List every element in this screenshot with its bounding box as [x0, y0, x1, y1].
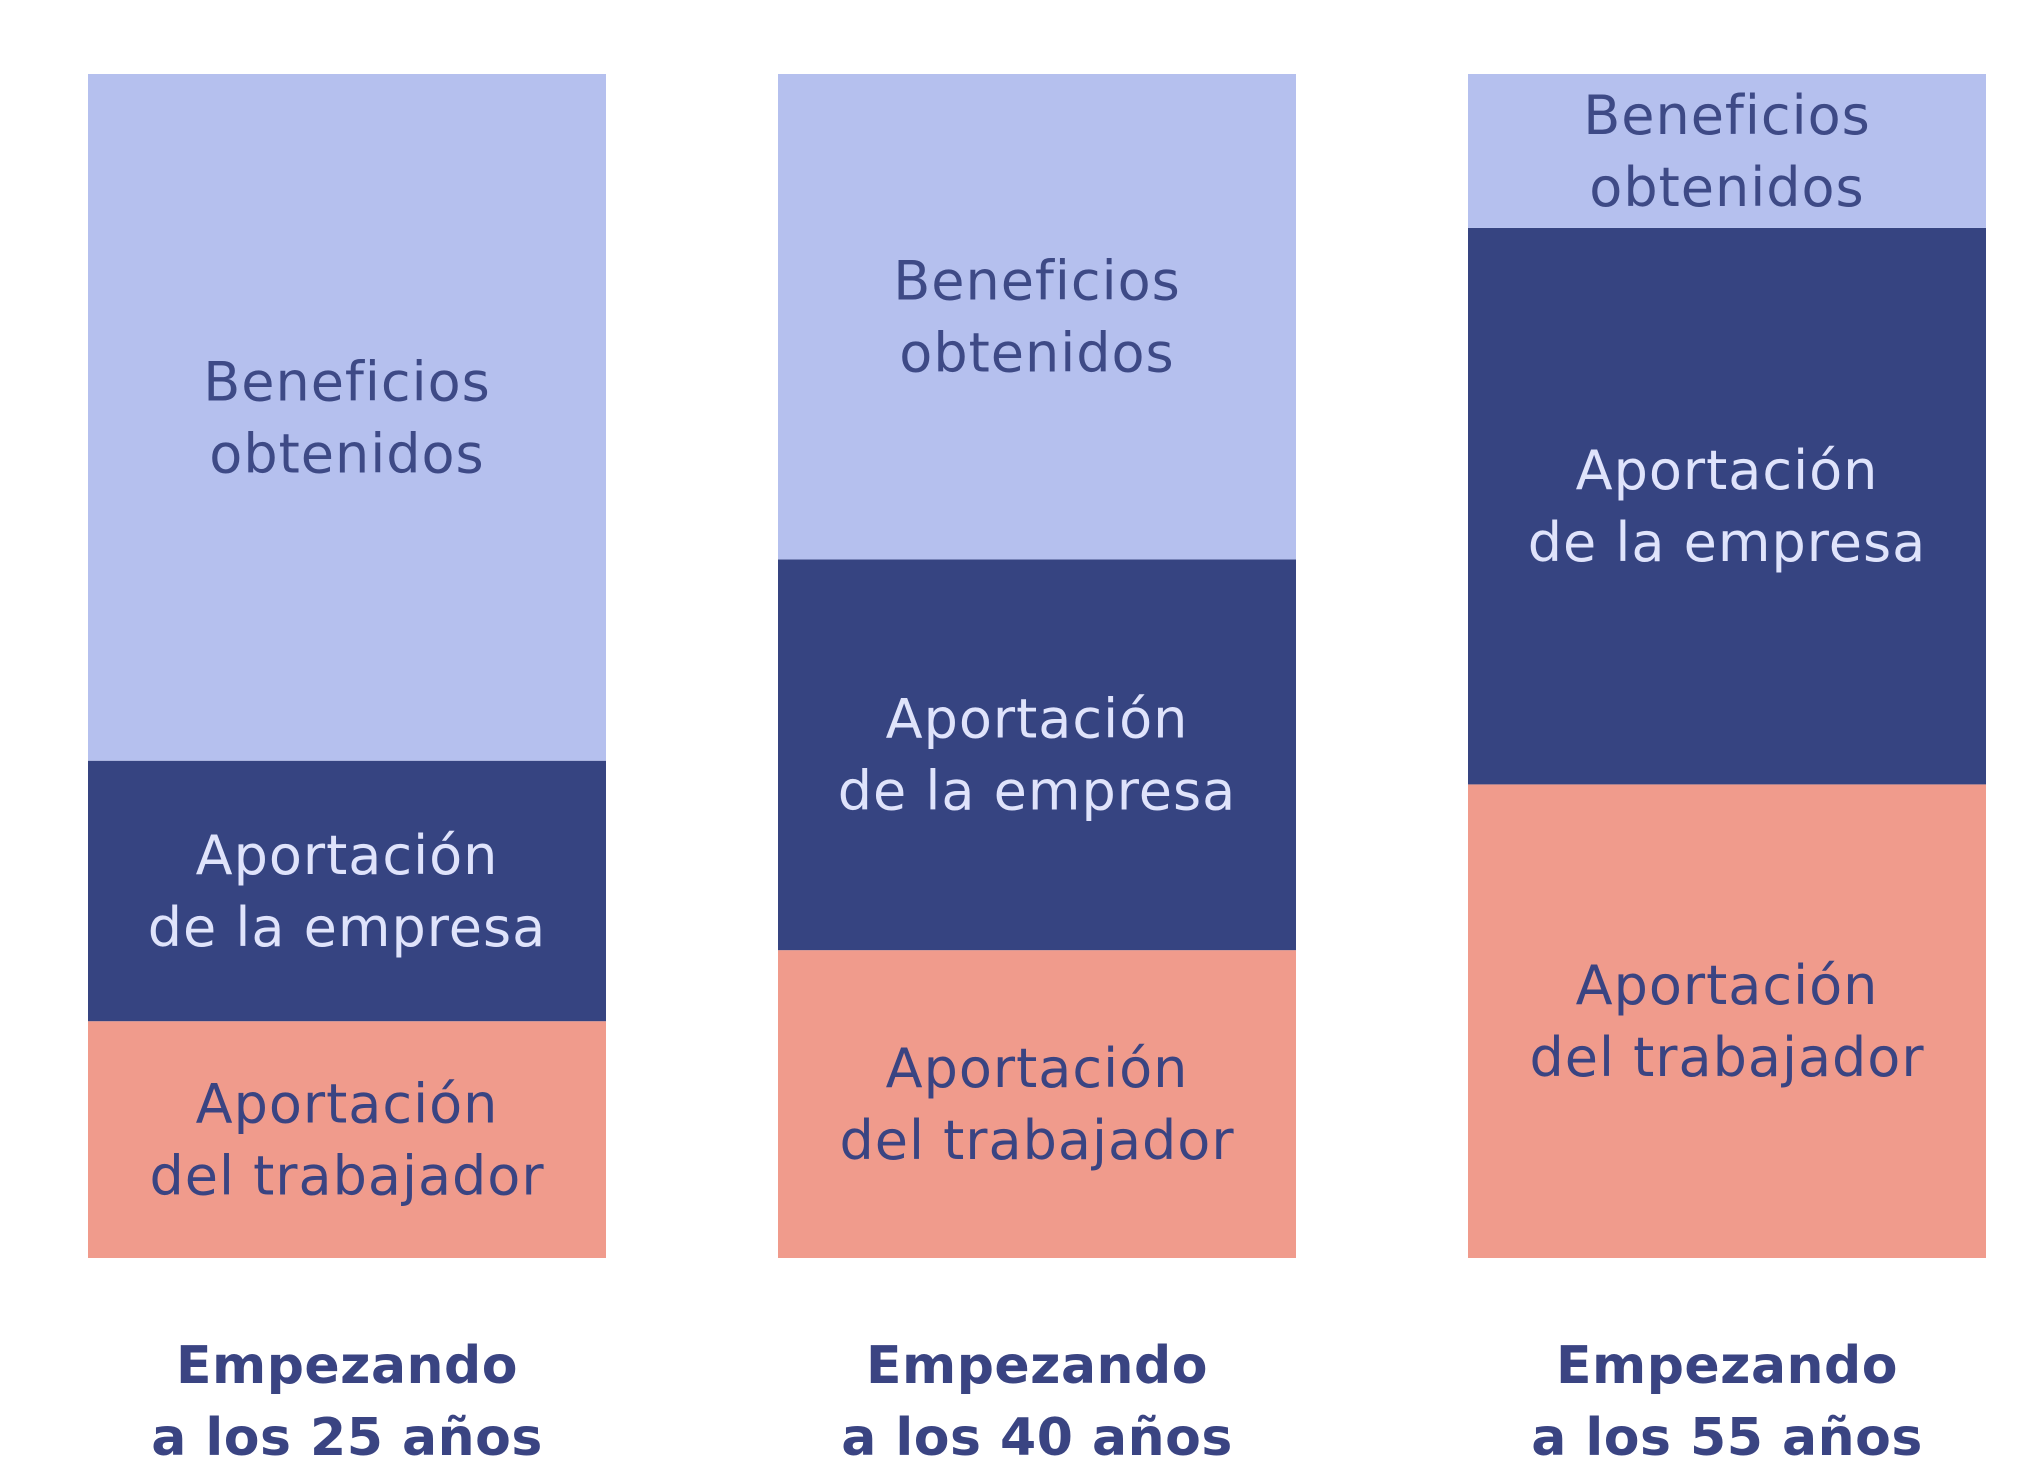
segment-label-line: Aportación — [196, 824, 499, 887]
segment-label-2-cat-1: Beneficios obtenidos — [893, 250, 1181, 385]
segment-label-1-cat-1: Aportación de la empresa — [838, 688, 1237, 823]
category-label-line: a los 40 años — [841, 1408, 1233, 1468]
segment-label-line: Aportación — [886, 688, 1189, 751]
bars-layer — [88, 74, 1986, 1258]
segment-label-line: Beneficios — [1583, 84, 1871, 147]
segment-label-line: obtenidos — [209, 422, 484, 485]
segment-label-line: del trabajador — [839, 1109, 1234, 1172]
segment-label-1-cat-2: Aportación de la empresa — [1528, 439, 1927, 574]
segment-label-line: Beneficios — [893, 250, 1181, 313]
category-label-line: a los 55 años — [1531, 1408, 1923, 1468]
segment-label-line: Beneficios — [203, 350, 491, 413]
segment-label-line: de la empresa — [148, 896, 547, 959]
bar-segment-0-cat-1 — [778, 950, 1296, 1258]
category-label-line: Empezando — [866, 1336, 1208, 1396]
bar-segment-0-cat-0 — [88, 1021, 606, 1258]
bar-segment-2-cat-1 — [778, 74, 1296, 560]
segment-label-2-cat-2: Beneficios obtenidos — [1583, 84, 1871, 219]
segment-label-line: Aportación — [886, 1037, 1189, 1100]
segment-label-line: obtenidos — [1589, 156, 1864, 219]
category-label-1: Empezando a los 40 años — [841, 1336, 1233, 1468]
segment-label-line: Aportación — [1576, 954, 1879, 1017]
bar-segment-2-cat-0 — [88, 74, 606, 761]
segment-label-line: obtenidos — [899, 322, 1174, 385]
bar-segment-1-cat-1 — [778, 559, 1296, 951]
segment-label-0-cat-2: Aportación del trabajador — [1529, 954, 1924, 1089]
bar-segment-1-cat-2 — [1468, 227, 1986, 785]
category-label-line: Empezando — [176, 1336, 518, 1396]
bar-segment-1-cat-0 — [88, 760, 606, 1022]
bar-segment-2-cat-2 — [1468, 74, 1986, 228]
segment-label-line: del trabajador — [1529, 1026, 1924, 1089]
segment-label-line: de la empresa — [1528, 511, 1927, 574]
segment-label-1-cat-0: Aportación de la empresa — [148, 824, 547, 959]
category-label-line: a los 25 años — [151, 1408, 543, 1468]
segment-label-0-cat-1: Aportación del trabajador — [839, 1037, 1234, 1172]
category-label-0: Empezando a los 25 años — [151, 1336, 543, 1468]
segment-label-2-cat-0: Beneficios obtenidos — [203, 350, 491, 485]
category-label-line: Empezando — [1556, 1336, 1898, 1396]
segment-label-0-cat-0: Aportación del trabajador — [149, 1073, 544, 1208]
segment-label-line: Aportación — [1576, 439, 1879, 502]
category-label-2: Empezando a los 55 años — [1531, 1336, 1923, 1468]
bar-segment-0-cat-2 — [1468, 784, 1986, 1258]
segment-label-line: de la empresa — [838, 760, 1237, 823]
segment-label-line: Aportación — [196, 1073, 499, 1136]
segment-label-line: del trabajador — [149, 1145, 544, 1208]
